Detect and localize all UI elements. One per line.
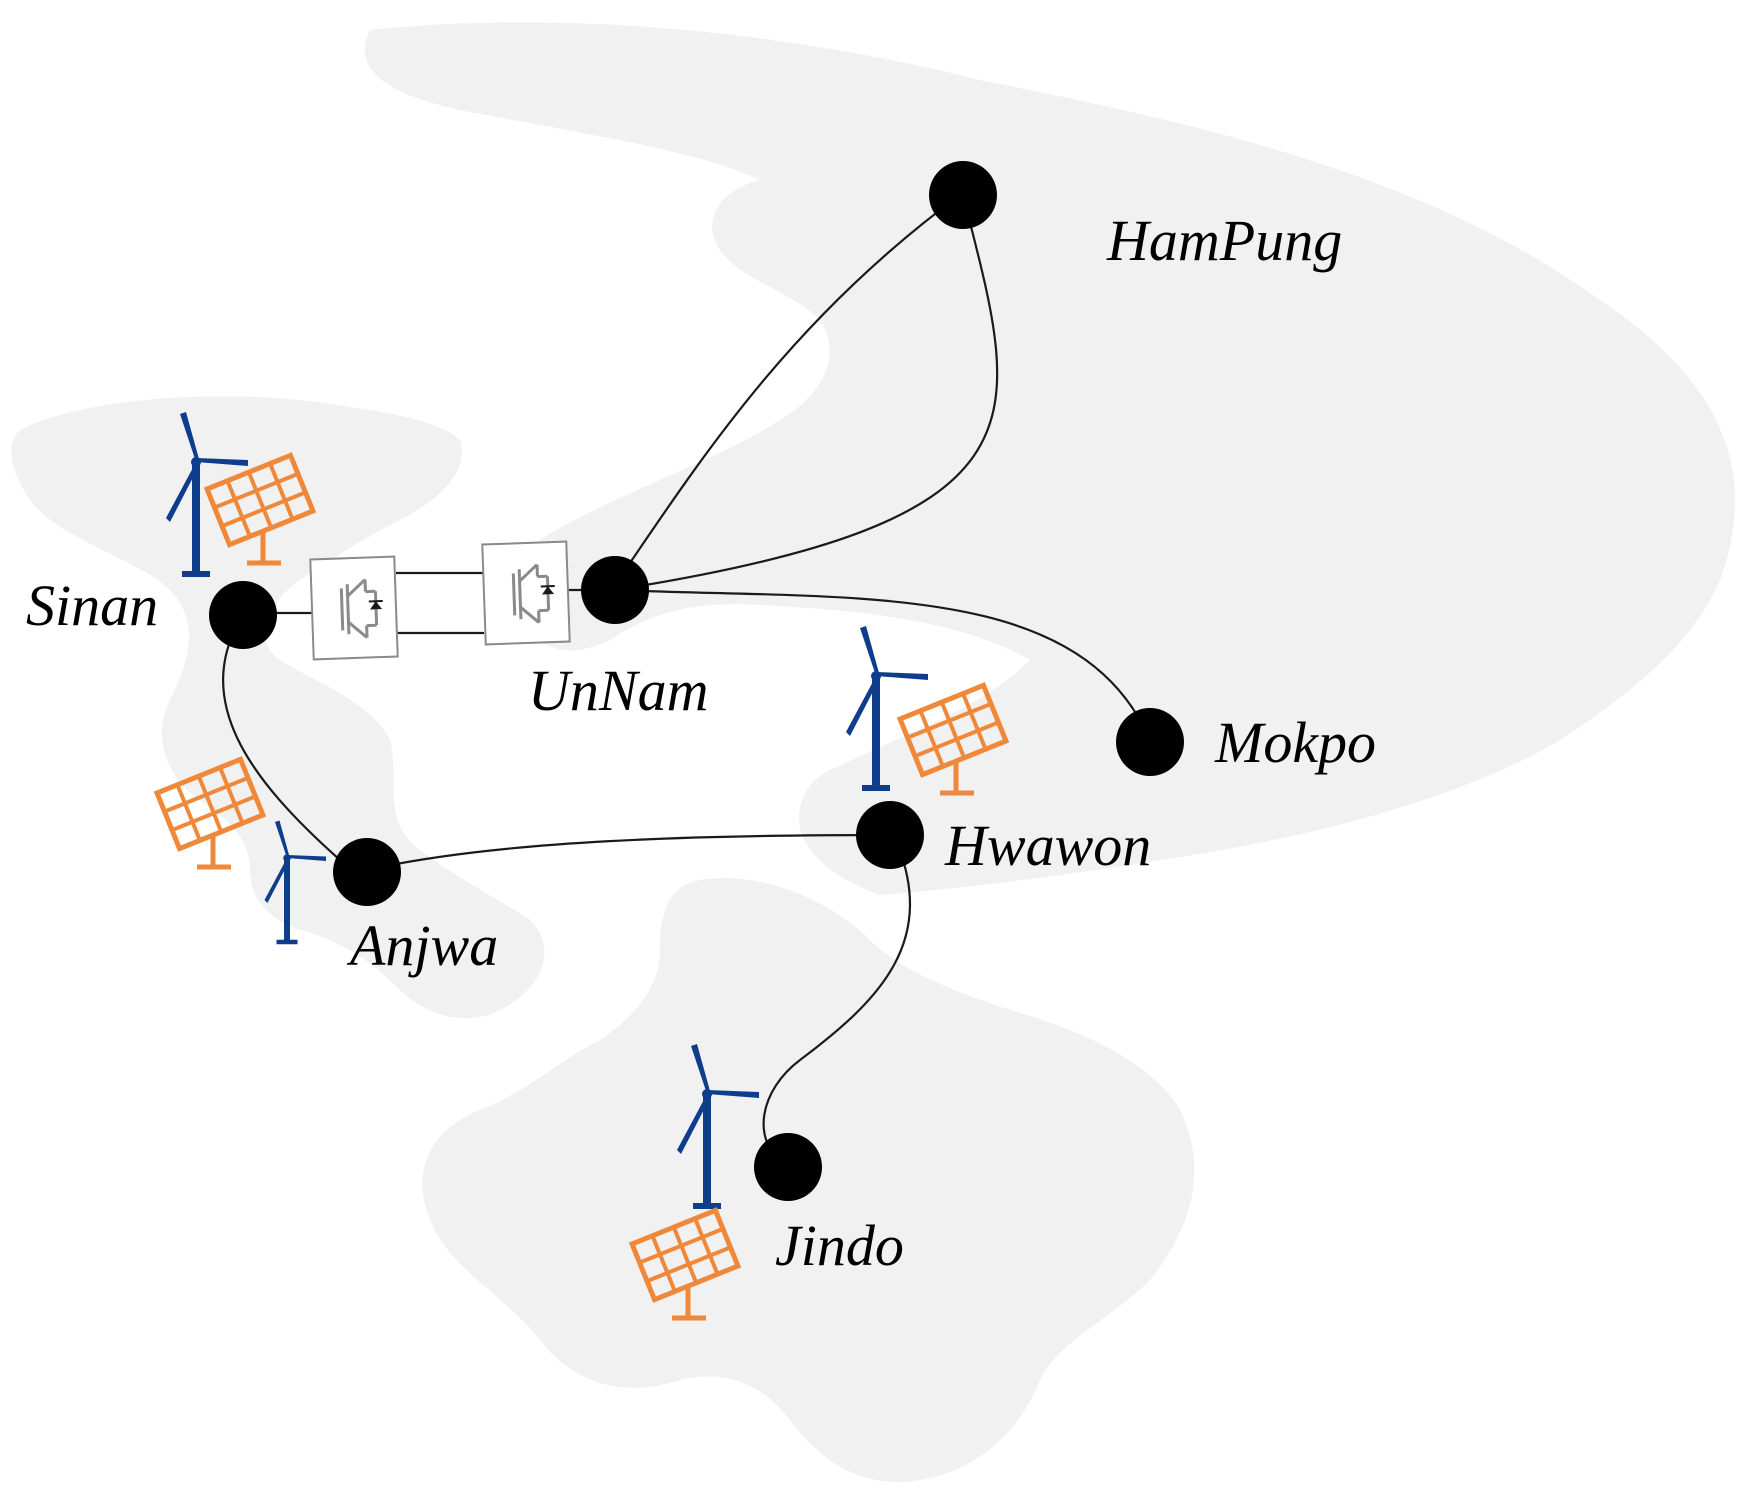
mainland-shape <box>364 22 1736 895</box>
node-anjwa[interactable] <box>333 838 401 906</box>
edge-unnam-hampung-west <box>614 194 961 586</box>
node-hwawon[interactable] <box>856 801 924 869</box>
label-unnam: UnNam <box>528 658 708 723</box>
edge-sinan-anjwa <box>222 614 341 861</box>
sinan-island-shape <box>11 396 545 1019</box>
label-mokpo: Mokpo <box>1214 710 1376 775</box>
nodes <box>209 161 1184 1201</box>
label-hampung: HamPung <box>1106 208 1342 273</box>
node-unnam[interactable] <box>581 556 649 624</box>
node-mokpo[interactable] <box>1116 708 1184 776</box>
edge-hwawon-jindo <box>762 835 912 1166</box>
node-hampung[interactable] <box>929 161 997 229</box>
node-jindo[interactable] <box>754 1133 822 1201</box>
node-sinan[interactable] <box>209 581 277 649</box>
label-jindo: Jindo <box>775 1213 904 1278</box>
edge-anjwa-hwawon <box>366 833 891 872</box>
edge-unnam-mokpo <box>614 588 1152 741</box>
label-anjwa: Anjwa <box>346 913 498 978</box>
label-sinan: Sinan <box>26 573 158 638</box>
edge-hampung-unnam-east <box>614 194 999 592</box>
converter-1 <box>308 555 400 661</box>
converter-2 <box>480 540 572 646</box>
label-hwawon: Hwawon <box>944 813 1151 878</box>
node-labels: HamPung Sinan UnNam Mokpo Hwawon Anjwa J… <box>26 208 1376 1278</box>
